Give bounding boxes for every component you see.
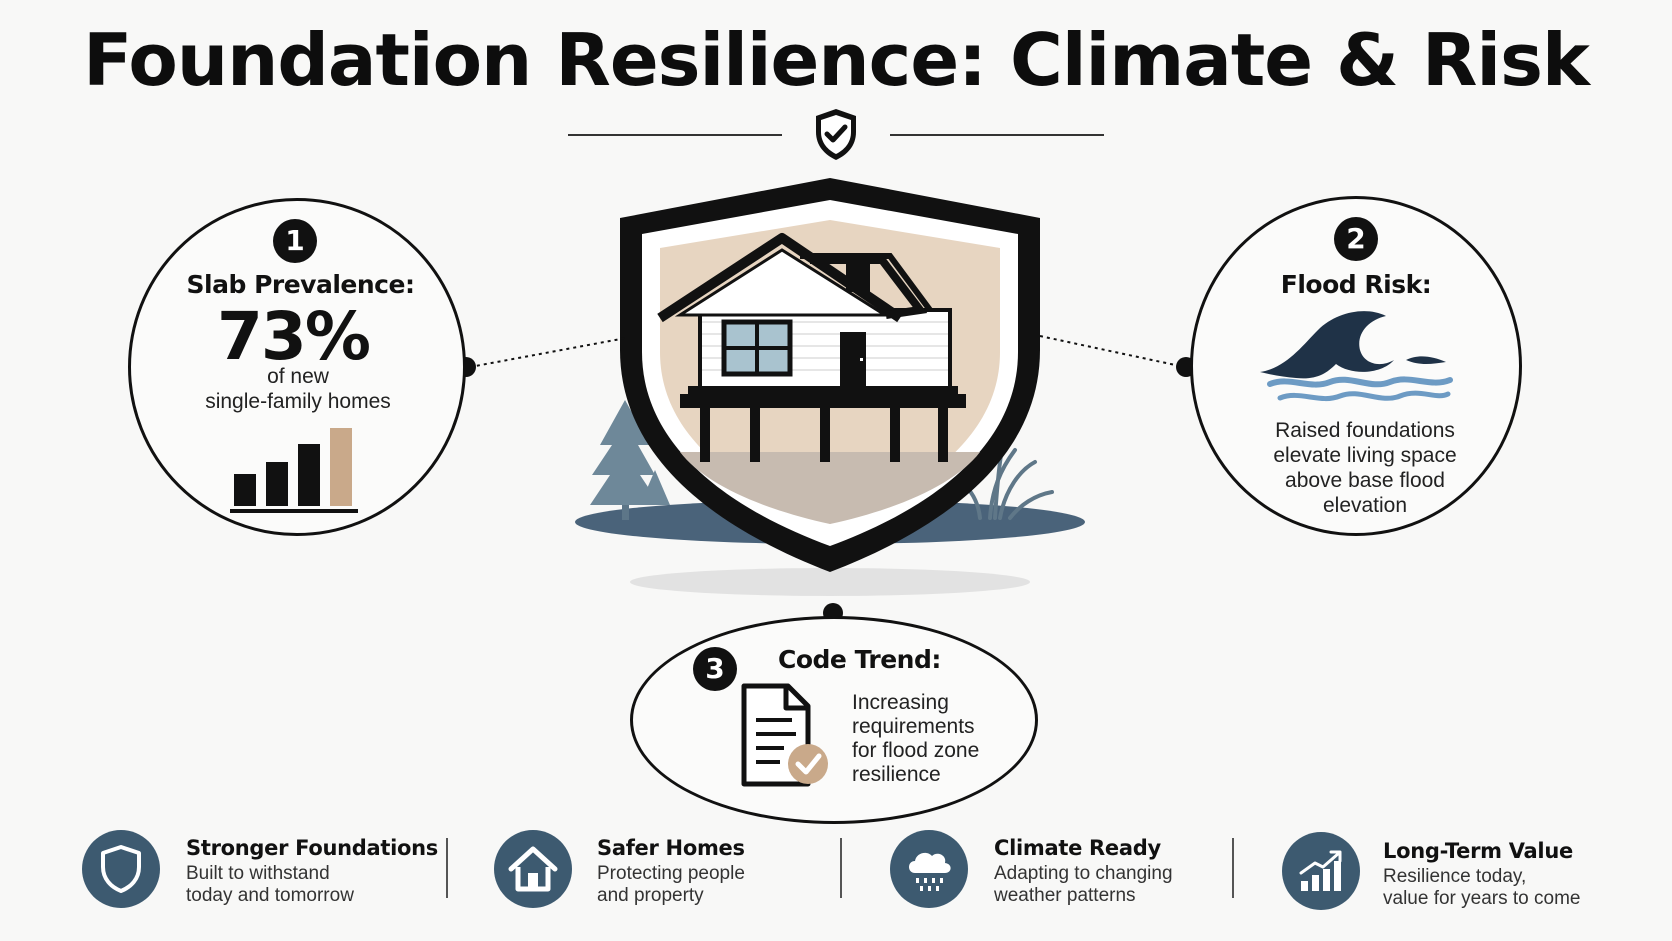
slab-value: 73% — [217, 298, 371, 375]
feature-3-title: Climate Ready — [994, 836, 1161, 860]
feature-2-title: Safer Homes — [597, 836, 745, 860]
code-trend-card — [630, 616, 1038, 824]
code-text-line2: requirements — [852, 715, 975, 738]
tree-left — [590, 400, 670, 520]
feature-1-line2: today and tomorrow — [186, 885, 354, 906]
feature-growth-chart-icon — [1282, 832, 1360, 910]
feature-divider-3 — [1232, 838, 1234, 898]
feature-4-title: Long-Term Value — [1383, 839, 1573, 863]
page-title: Foundation Resilience: Climate & Risk — [83, 18, 1590, 102]
step-badge-2: 2 — [1334, 217, 1378, 261]
feature-rain-cloud-icon — [890, 830, 968, 908]
wave-icon — [1260, 311, 1453, 402]
feature-divider-1 — [446, 838, 448, 898]
feature-4-line1: Resilience today, — [1383, 866, 1527, 887]
flood-text-line4: elevation — [1322, 494, 1408, 517]
flood-label: Flood Risk: — [1280, 270, 1432, 299]
slab-label: Slab Prevalence: — [186, 270, 415, 299]
step-badge-1: 1 — [273, 219, 317, 263]
code-label: Code Trend: — [778, 645, 941, 674]
feature-3-line1: Adapting to changing — [994, 863, 1173, 884]
flood-text-line2: elevate living space — [1273, 444, 1457, 467]
code-text-line1: Increasing — [852, 691, 949, 714]
flood-text-line1: Raised foundations — [1275, 419, 1455, 442]
feature-divider-2 — [840, 838, 842, 898]
code-text-line3: for flood zone — [852, 739, 980, 762]
feature-3-line2: weather patterns — [994, 885, 1136, 906]
slab-text-line2: single-family homes — [205, 390, 391, 413]
house-on-stilts — [657, 233, 966, 462]
flood-text-line3: above base flood — [1285, 469, 1445, 492]
feature-shield-icon — [82, 830, 160, 908]
step-badge-3: 3 — [693, 647, 737, 691]
feature-1-line1: Built to withstand — [186, 863, 330, 884]
shield-check-icon — [816, 109, 856, 160]
feature-2-line1: Protecting people — [597, 863, 745, 884]
slab-text-line1: of new — [267, 365, 329, 388]
code-text-line4: resilience — [852, 763, 941, 786]
title-divider-right — [890, 134, 1104, 136]
shield-house-illustration — [575, 178, 1085, 596]
feature-2-line2: and property — [597, 885, 704, 906]
feature-4-line2: value for years to come — [1383, 888, 1581, 909]
document-check-icon — [741, 683, 828, 787]
bar-chart-icon — [230, 428, 358, 513]
feature-1-title: Stronger Foundations — [186, 836, 438, 860]
feature-house-icon — [494, 830, 572, 908]
title-divider-left — [568, 134, 782, 136]
